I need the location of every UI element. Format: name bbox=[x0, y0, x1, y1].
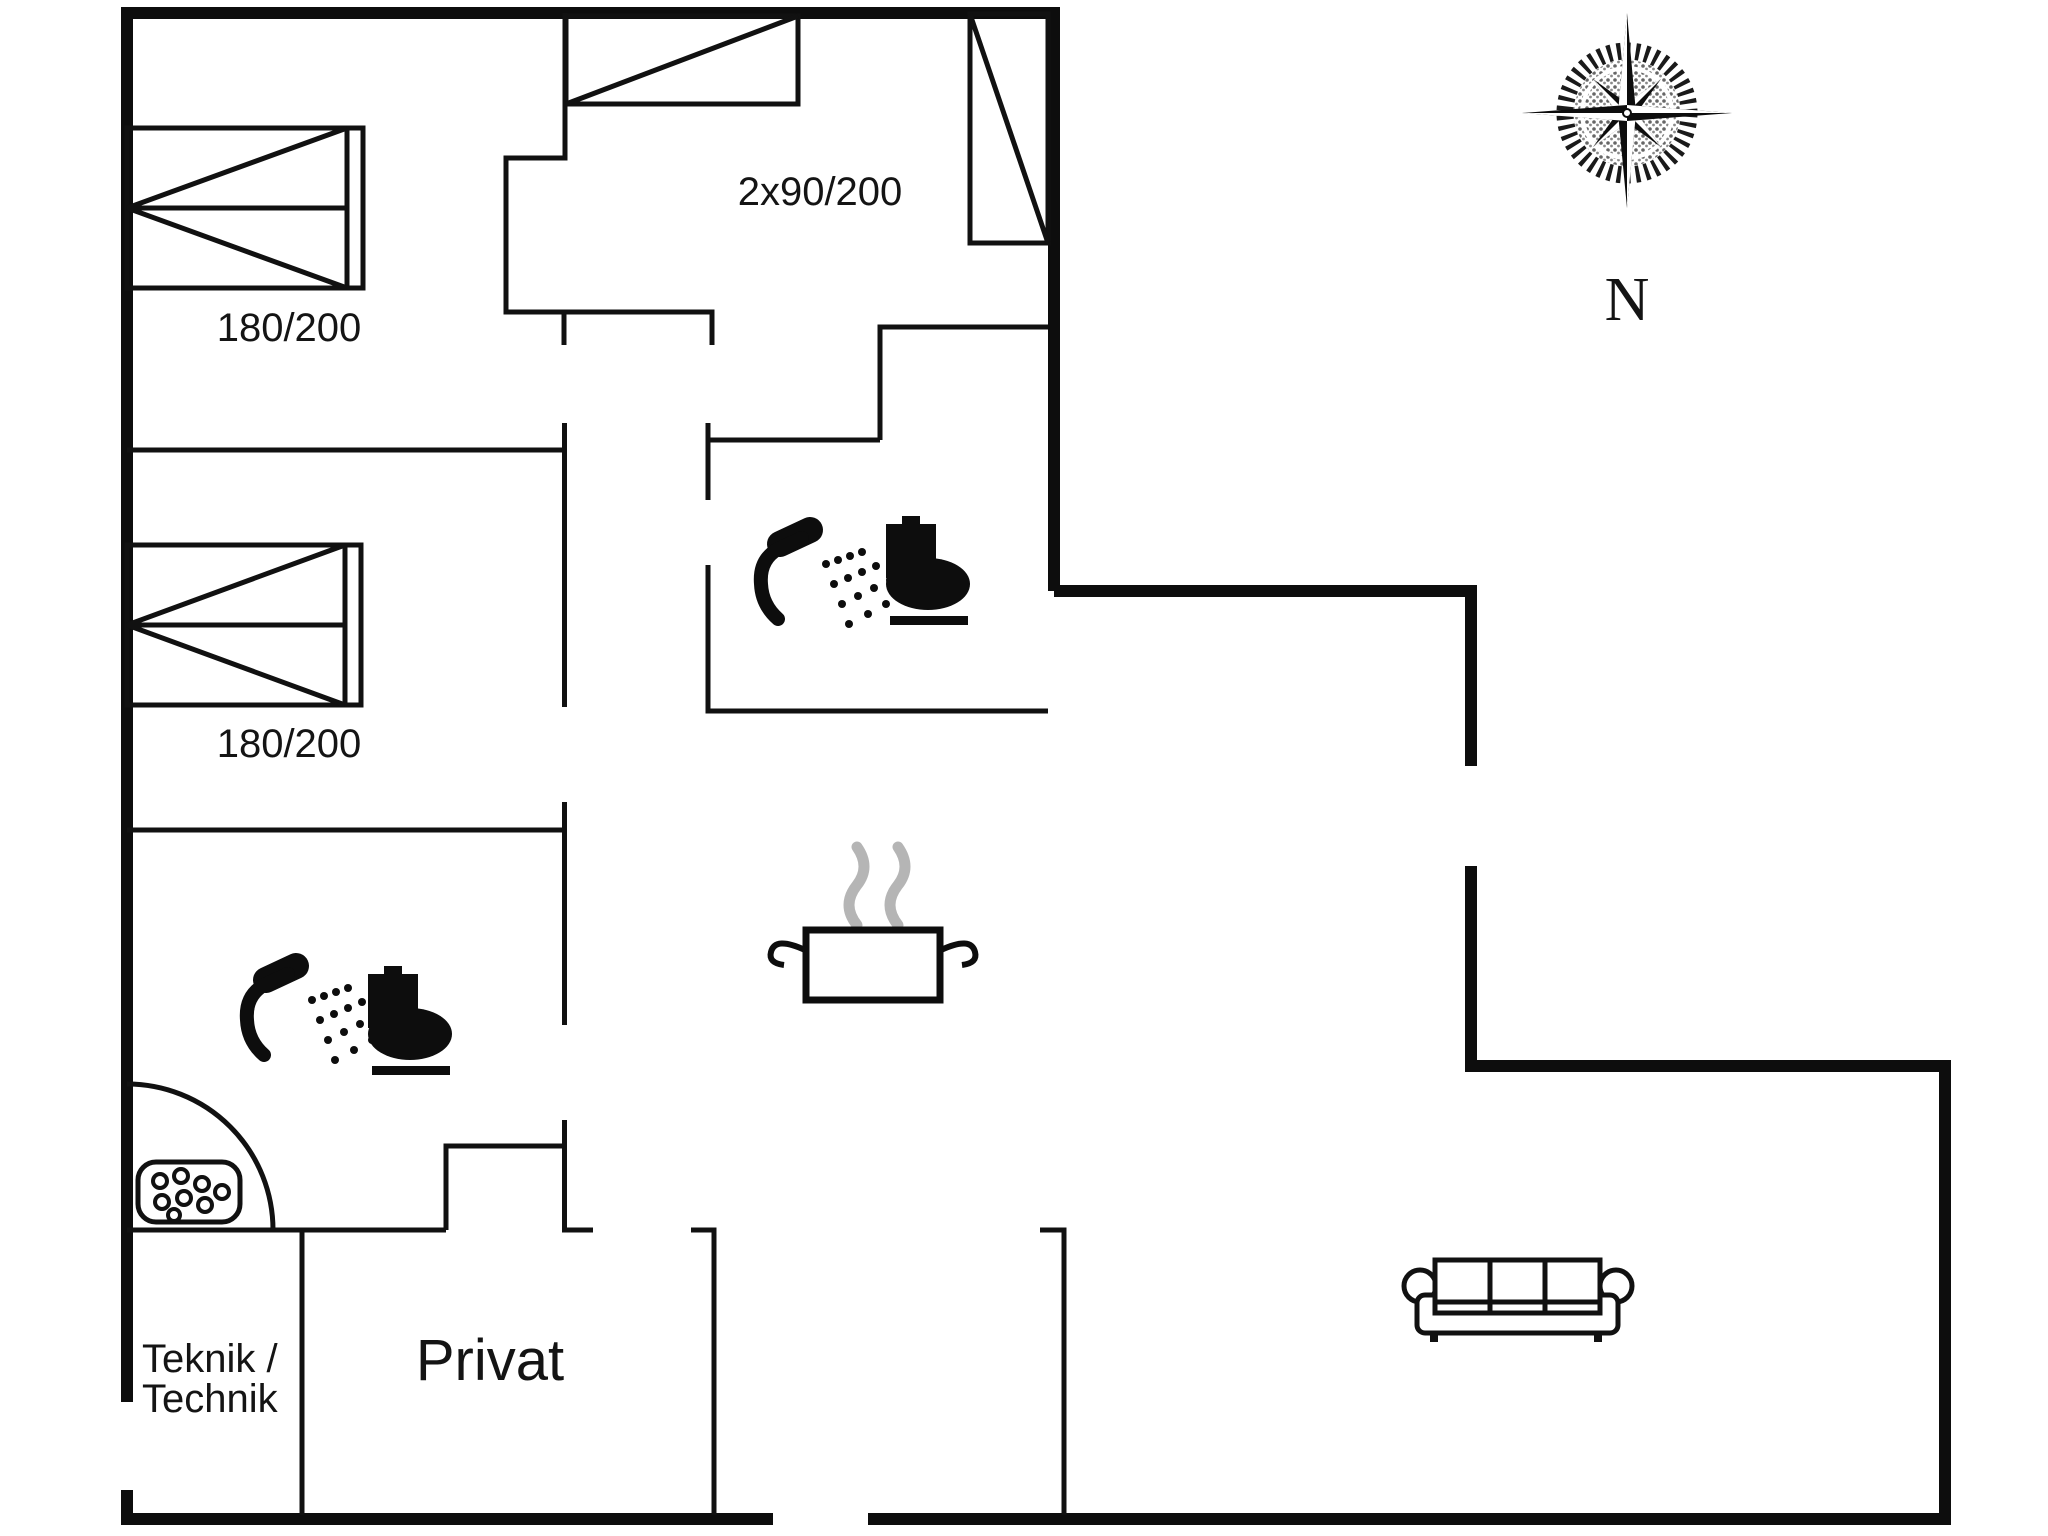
wall-top-left bbox=[121, 7, 1060, 1402]
double-bed-icon bbox=[124, 125, 366, 291]
outer-walls bbox=[121, 7, 1951, 1525]
toilet-icon bbox=[368, 966, 452, 1075]
bed1-size-label: 180/200 bbox=[217, 306, 362, 350]
wall-corridor-3 bbox=[562, 1120, 593, 1233]
toilet-icon bbox=[886, 516, 970, 625]
spray-dots bbox=[308, 984, 380, 1064]
teknik-label-line1: Teknik / bbox=[142, 1337, 278, 1381]
bathroom-left-icons bbox=[126, 953, 452, 1231]
wall-bottom-right bbox=[868, 866, 1951, 1525]
bed3-size-label: 2x90/200 bbox=[738, 170, 903, 214]
privat-label: Privat bbox=[416, 1328, 564, 1393]
wall-bedroom3-bottom bbox=[877, 324, 1048, 440]
sofa-icon bbox=[1401, 1257, 1635, 1342]
single-bed-icon bbox=[563, 13, 801, 107]
shower-icon bbox=[753, 517, 894, 628]
bathroom-top-icons bbox=[753, 516, 970, 628]
wall-privat-notch bbox=[443, 1143, 562, 1230]
spray-dots bbox=[822, 548, 894, 628]
interior-walls bbox=[127, 13, 1067, 1515]
north-label: N bbox=[1605, 266, 1650, 334]
wall-bottom-left bbox=[121, 1490, 773, 1525]
wall-entry-east bbox=[1040, 1227, 1067, 1515]
wall-bathroom1-left-lower bbox=[705, 565, 1048, 714]
wall-patio-upper bbox=[1054, 585, 1477, 766]
beds bbox=[124, 11, 1051, 708]
double-bed-icon bbox=[124, 542, 364, 708]
corner-shower-tray-icon bbox=[126, 1081, 276, 1231]
bed2-size-label: 180/200 bbox=[217, 722, 362, 766]
compass-rose-icon bbox=[1522, 13, 1732, 208]
steam-icon bbox=[843, 841, 911, 931]
compass-cardinal-needles bbox=[1522, 13, 1732, 208]
kitchen-icons bbox=[767, 841, 979, 1004]
wall-entry-west bbox=[691, 1227, 717, 1515]
single-bed-icon bbox=[967, 11, 1051, 246]
wall-bedroom3-left bbox=[503, 13, 715, 345]
teknik-label-line2: Technik bbox=[142, 1377, 279, 1421]
cooking-pot-icon bbox=[767, 926, 979, 1004]
shower-icon bbox=[239, 953, 380, 1064]
pebbles bbox=[151, 1167, 231, 1223]
